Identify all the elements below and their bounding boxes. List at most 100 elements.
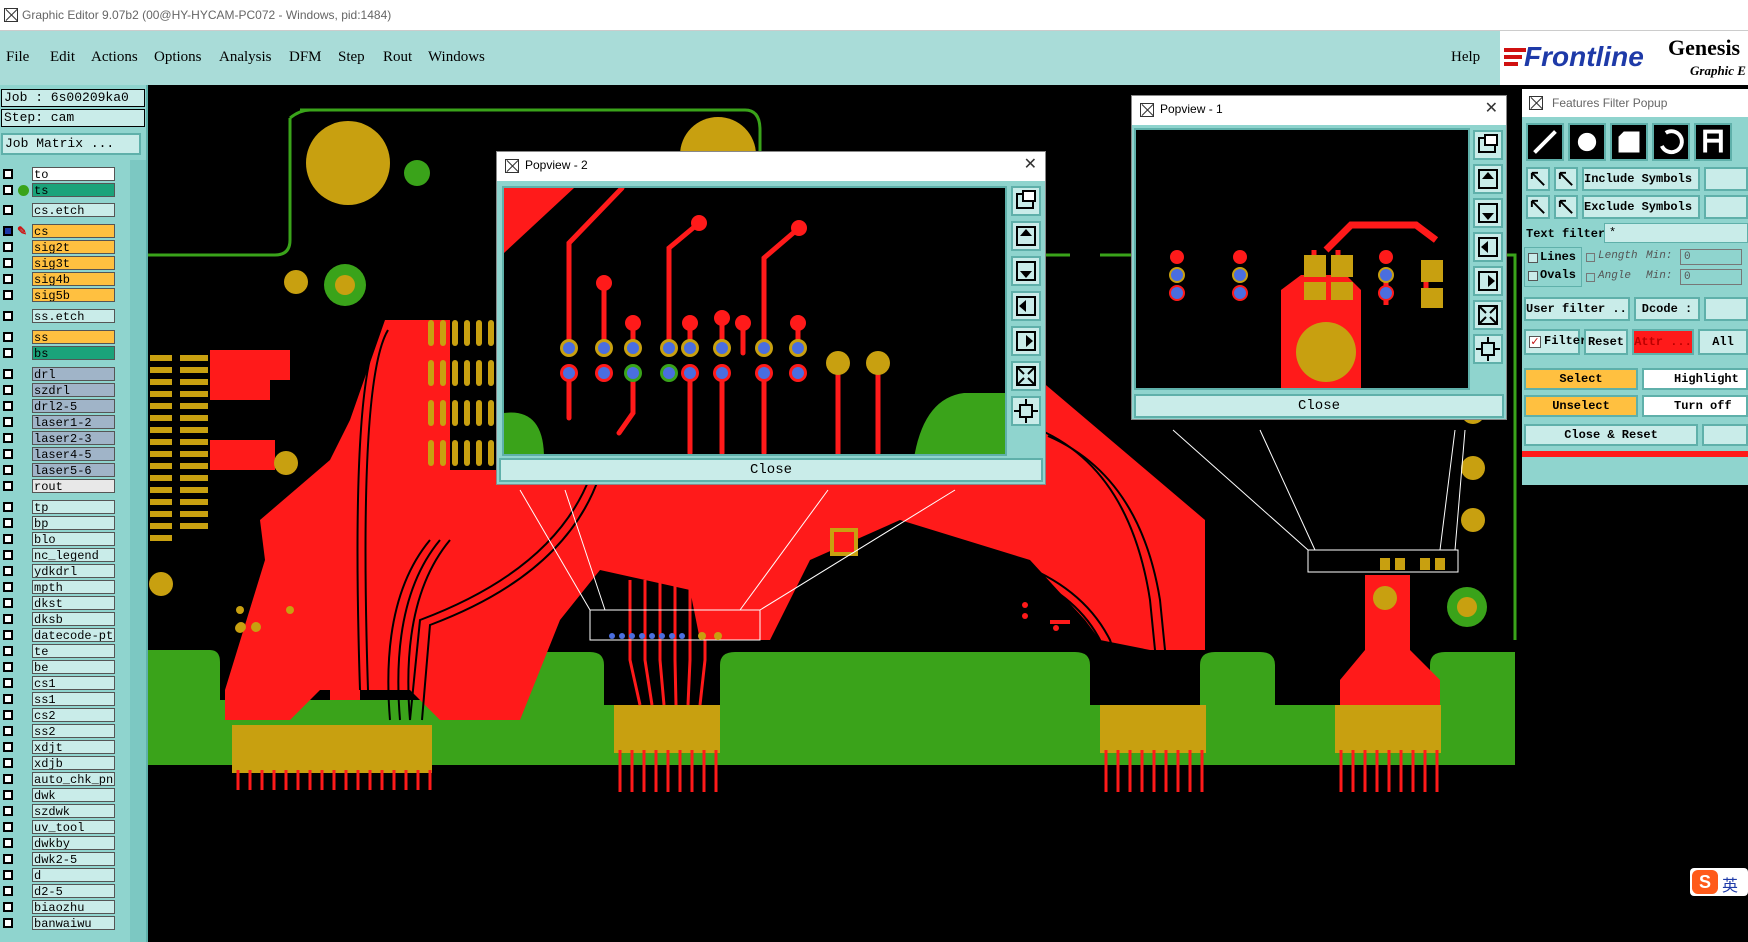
layer-row[interactable]: d: [0, 867, 148, 883]
layer-checkbox[interactable]: [3, 710, 13, 720]
layer-row[interactable]: laser5-6: [0, 462, 148, 478]
layer-name[interactable]: ts: [32, 183, 115, 197]
all-button[interactable]: All: [1698, 329, 1748, 355]
layer-row[interactable]: cs1: [0, 675, 148, 691]
layer-row[interactable]: ss: [0, 329, 148, 345]
layer-checkbox[interactable]: [3, 518, 13, 528]
layer-row[interactable]: auto_chk_pn: [0, 771, 148, 787]
layer-row[interactable]: ts: [0, 182, 148, 198]
layer-name[interactable]: datecode-pt: [32, 628, 115, 642]
layer-checkbox[interactable]: [3, 614, 13, 624]
ovals-checkbox[interactable]: [1528, 271, 1538, 281]
layer-checkbox[interactable]: [3, 806, 13, 816]
layer-name[interactable]: dwk: [32, 788, 115, 802]
layer-name[interactable]: cs.etch: [32, 203, 115, 217]
popview-1-zoom-in-icon[interactable]: [1473, 300, 1503, 330]
layer-checkbox[interactable]: [3, 758, 13, 768]
menu-actions[interactable]: Actions: [91, 49, 138, 65]
popview-2-zoom-home-icon[interactable]: [1011, 186, 1041, 216]
layer-checkbox[interactable]: [3, 854, 13, 864]
layer-name[interactable]: ss: [32, 330, 115, 344]
layer-name[interactable]: te: [32, 644, 115, 658]
layer-checkbox[interactable]: [3, 465, 13, 475]
popview-2-zoom-in-icon[interactable]: [1011, 361, 1041, 391]
popview-2-pan-up-icon[interactable]: [1011, 221, 1041, 251]
layer-checkbox[interactable]: [3, 385, 13, 395]
layer-checkbox[interactable]: [3, 678, 13, 688]
layer-name[interactable]: sig3t: [32, 256, 115, 270]
popview-1-pan-up-icon[interactable]: [1473, 164, 1503, 194]
layer-row[interactable]: bp: [0, 515, 148, 531]
include-symbols-input[interactable]: [1704, 167, 1748, 191]
layer-row[interactable]: sig5b: [0, 287, 148, 303]
layer-checkbox[interactable]: [3, 290, 13, 300]
layer-checkbox[interactable]: [3, 481, 13, 491]
popview-1-pan-down-icon[interactable]: [1473, 198, 1503, 228]
layer-checkbox[interactable]: [3, 242, 13, 252]
layer-row[interactable]: tp: [0, 499, 148, 515]
reset-button[interactable]: Reset: [1584, 329, 1628, 355]
select-button[interactable]: Select: [1524, 368, 1638, 390]
menu-rout[interactable]: Rout: [383, 49, 413, 65]
layer-row[interactable]: datecode-pt: [0, 627, 148, 643]
layer-checkbox[interactable]: [3, 886, 13, 896]
layer-row[interactable]: sig3t: [0, 255, 148, 271]
layer-row[interactable]: ydkdrl: [0, 563, 148, 579]
layer-name[interactable]: cs1: [32, 676, 115, 690]
menu-help[interactable]: Help: [1451, 49, 1481, 65]
layer-row[interactable]: szdrl: [0, 382, 148, 398]
layer-checkbox[interactable]: [3, 226, 13, 236]
text-filter-input[interactable]: *: [1604, 223, 1748, 243]
layer-name[interactable]: ss1: [32, 692, 115, 706]
layer-row[interactable]: xdjt: [0, 739, 148, 755]
layer-name[interactable]: dksb: [32, 612, 115, 626]
exclude-arrow-icon[interactable]: [1526, 195, 1550, 219]
layer-name[interactable]: cs2: [32, 708, 115, 722]
layer-name[interactable]: drl2-5: [32, 399, 115, 413]
layer-name[interactable]: be: [32, 660, 115, 674]
filter-toggle[interactable]: ✓ Filter: [1524, 329, 1587, 355]
layer-checkbox[interactable]: [3, 694, 13, 704]
popview-1-close-icon[interactable]: ✕: [1484, 100, 1498, 117]
layer-checkbox[interactable]: [3, 598, 13, 608]
layer-row[interactable]: ss2: [0, 723, 148, 739]
length-min-input[interactable]: 0: [1680, 249, 1742, 265]
layer-checkbox[interactable]: [3, 311, 13, 321]
popview-1-zoom-home-icon[interactable]: [1473, 130, 1503, 160]
layer-checkbox[interactable]: [3, 870, 13, 880]
layer-name[interactable]: auto_chk_pn: [32, 772, 115, 786]
popview-1-canvas[interactable]: [1134, 128, 1470, 390]
menu-step[interactable]: Step: [338, 49, 365, 65]
job-matrix-button[interactable]: Job Matrix ...: [1, 133, 141, 155]
layer-row[interactable]: laser2-3: [0, 430, 148, 446]
layer-name[interactable]: to: [32, 167, 115, 181]
layer-name[interactable]: laser5-6: [32, 463, 115, 477]
layer-checkbox[interactable]: [3, 630, 13, 640]
filter-extra-button[interactable]: [1702, 424, 1748, 446]
layer-row[interactable]: dwk2-5: [0, 851, 148, 867]
layer-checkbox[interactable]: [3, 550, 13, 560]
layer-row[interactable]: drl2-5: [0, 398, 148, 414]
layer-name[interactable]: ss2: [32, 724, 115, 738]
layer-checkbox[interactable]: [3, 274, 13, 284]
layer-row[interactable]: te: [0, 643, 148, 659]
include-arrow-icon[interactable]: [1526, 167, 1550, 191]
layer-checkbox[interactable]: [3, 662, 13, 672]
layer-row[interactable]: ss1: [0, 691, 148, 707]
layer-name[interactable]: biaozhu: [32, 900, 115, 914]
popview-2-close-button[interactable]: Close: [499, 458, 1043, 482]
layer-name[interactable]: rout: [32, 479, 115, 493]
include-select-icon[interactable]: [1554, 167, 1578, 191]
highlight-button[interactable]: Highlight: [1642, 368, 1748, 390]
layer-checkbox[interactable]: [3, 205, 13, 215]
popview-1-zoom-out-icon[interactable]: [1473, 334, 1503, 364]
layer-checkbox[interactable]: [3, 332, 13, 342]
layer-name[interactable]: xdjb: [32, 756, 115, 770]
layer-checkbox[interactable]: [3, 433, 13, 443]
layer-name[interactable]: laser2-3: [32, 431, 115, 445]
layer-name[interactable]: szdrl: [32, 383, 115, 397]
layer-row[interactable]: bs: [0, 345, 148, 361]
layer-checkbox[interactable]: [3, 742, 13, 752]
lines-checkbox[interactable]: [1528, 253, 1538, 263]
layer-checkbox[interactable]: [3, 566, 13, 576]
